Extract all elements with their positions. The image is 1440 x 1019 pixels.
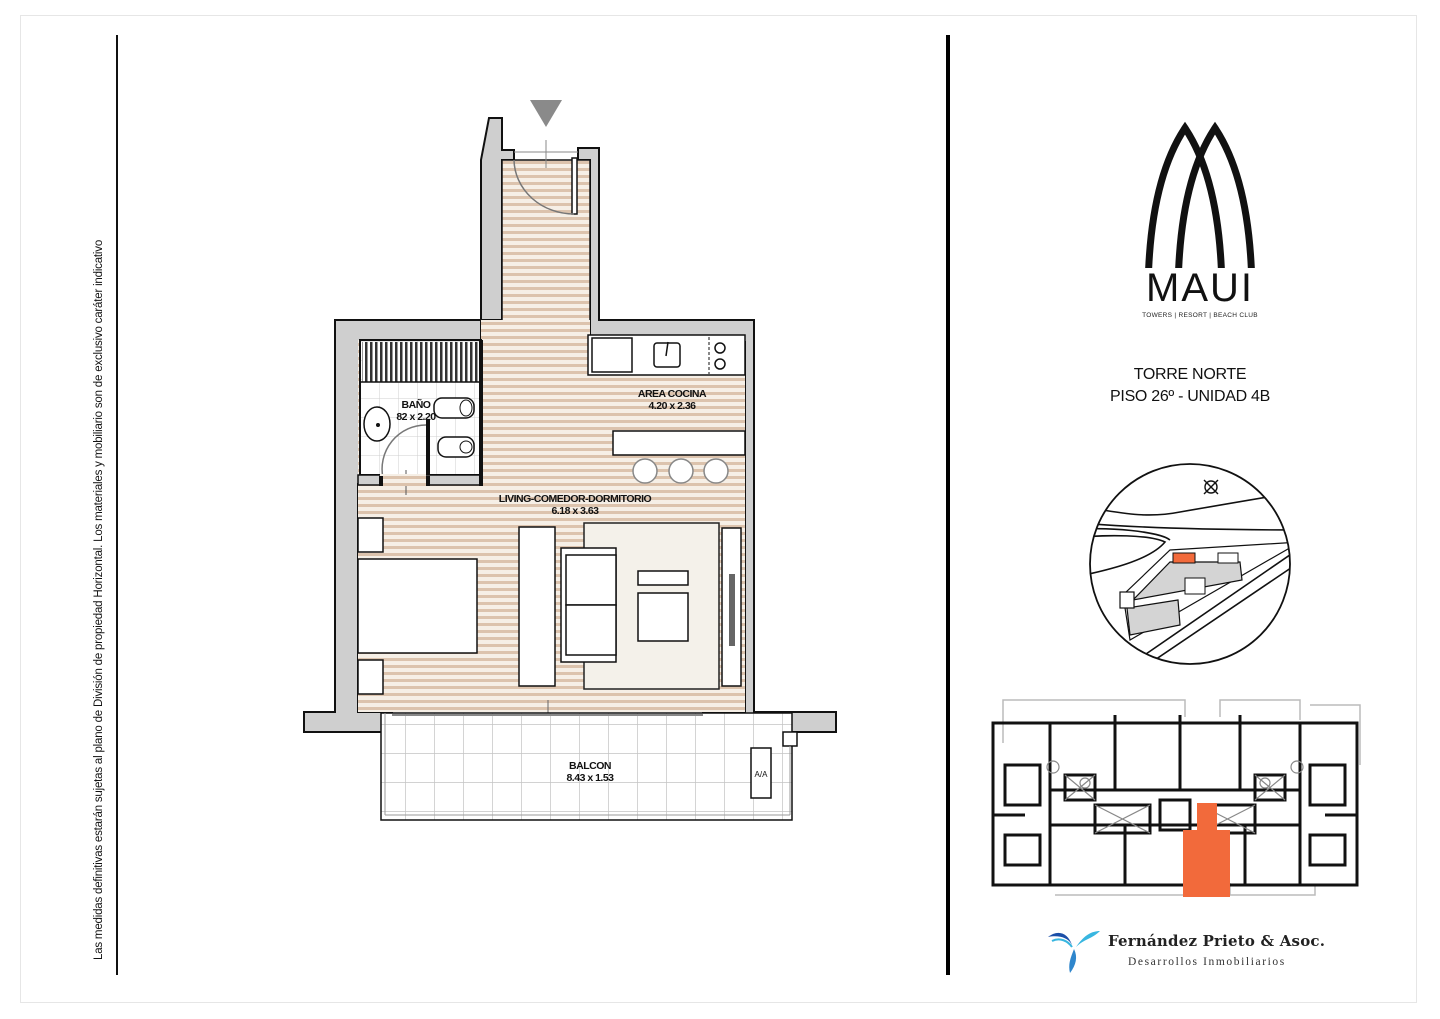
tower-name: TORRE NORTE <box>1133 366 1247 383</box>
floor-unit: PISO 26º - UNIDAD 4B <box>1110 388 1270 405</box>
room-label-cocina: AREA COCINA 4.20 x 2.36 <box>620 388 724 412</box>
room-dimensions: 6.18 x 3.63 <box>551 505 599 517</box>
room-name: BAÑO <box>401 399 431 411</box>
developer-name: Fernández Prieto & Asoc. <box>1108 932 1326 950</box>
room-label-living: LIVING-COMEDOR-DORMITORIO 6.18 x 3.63 <box>470 493 680 517</box>
room-dimensions: 82 x 2.20 <box>396 411 436 423</box>
developer-subtitle: Desarrollos Inmobiliarios <box>1128 956 1286 968</box>
entrance-arrow-icon <box>530 100 562 127</box>
north-compass-icon <box>1203 479 1219 495</box>
floor-key-plan <box>991 699 1361 897</box>
highlighted-unit <box>1183 803 1230 897</box>
brand-name: MAUI <box>1146 266 1254 310</box>
site-plan <box>1089 463 1291 665</box>
room-name: BALCON <box>569 760 611 772</box>
brand-tagline: TOWERS | RESORT | BEACH CLUB <box>1142 312 1258 319</box>
maui-logo: MAUI TOWERS | RESORT | BEACH CLUB <box>1110 118 1290 328</box>
room-dimensions: 8.43 x 1.53 <box>566 772 614 784</box>
page-frame <box>20 15 1417 1003</box>
room-label-balcon: BALCON 8.43 x 1.53 <box>550 760 630 784</box>
floor-plan: A/A <box>303 100 837 821</box>
balcony: A/A <box>380 712 798 821</box>
developer-logo-icon <box>1048 931 1100 973</box>
room-name: AREA COCINA <box>637 388 707 400</box>
room-label-bano: BAÑO 82 x 2.20 <box>388 399 444 423</box>
kitchen-counter <box>587 334 746 484</box>
maui-arches-icon <box>1144 121 1256 299</box>
living-furniture <box>357 517 742 695</box>
center-divider-rule <box>946 35 950 975</box>
room-name: LIVING-COMEDOR-DORMITORIO <box>498 493 652 505</box>
ac-unit-label: A/A <box>755 770 769 779</box>
bathroom <box>357 339 483 495</box>
left-margin-rule <box>116 35 118 975</box>
entry-door <box>513 100 578 215</box>
room-dimensions: 4.20 x 2.36 <box>648 400 696 412</box>
